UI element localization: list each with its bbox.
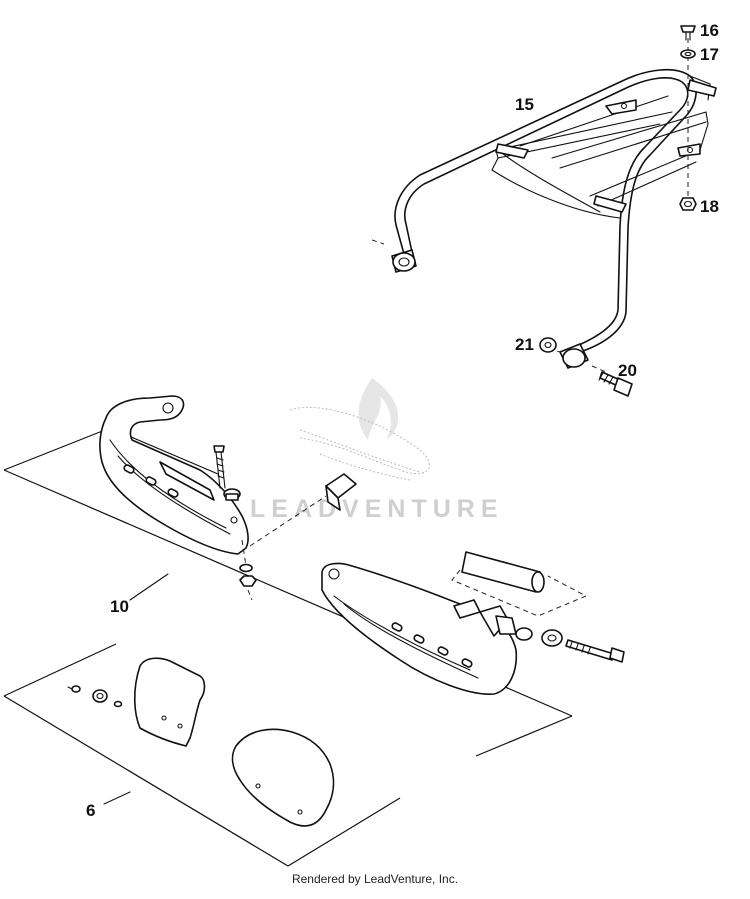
callout-20: 20: [618, 361, 637, 380]
left-handguard: [99, 395, 257, 601]
callout-16: 16: [700, 21, 719, 40]
callout-6: 6: [86, 801, 95, 820]
callout-18: 18: [700, 197, 719, 216]
handlebar-ghost: [249, 406, 430, 547]
shield-plate: [3, 643, 401, 867]
leader-lines: [103, 573, 169, 805]
nut-18: [679, 197, 697, 211]
callout-17: 17: [700, 45, 719, 64]
washer-21: [539, 337, 557, 353]
callout-labels: 15 16 17 18 20 21 10 6: [86, 21, 719, 820]
footer-credit: Rendered by LeadVenture, Inc.: [291, 872, 459, 886]
washer-17: [680, 49, 696, 59]
bolt-16: [680, 25, 696, 33]
flame-logo-icon: [358, 378, 399, 440]
right-handguard: [321, 551, 625, 695]
callout-15: 15: [515, 95, 534, 114]
callout-21: 21: [515, 335, 534, 354]
watermark: LEADVENTURE: [250, 378, 504, 523]
rack-hardware: [539, 25, 697, 397]
callout-10: 10: [110, 597, 129, 616]
handguard-shields: [67, 657, 335, 827]
watermark-text: LEADVENTURE: [250, 495, 504, 523]
handguard-plate: [3, 427, 573, 757]
rear-rack: [371, 38, 717, 373]
